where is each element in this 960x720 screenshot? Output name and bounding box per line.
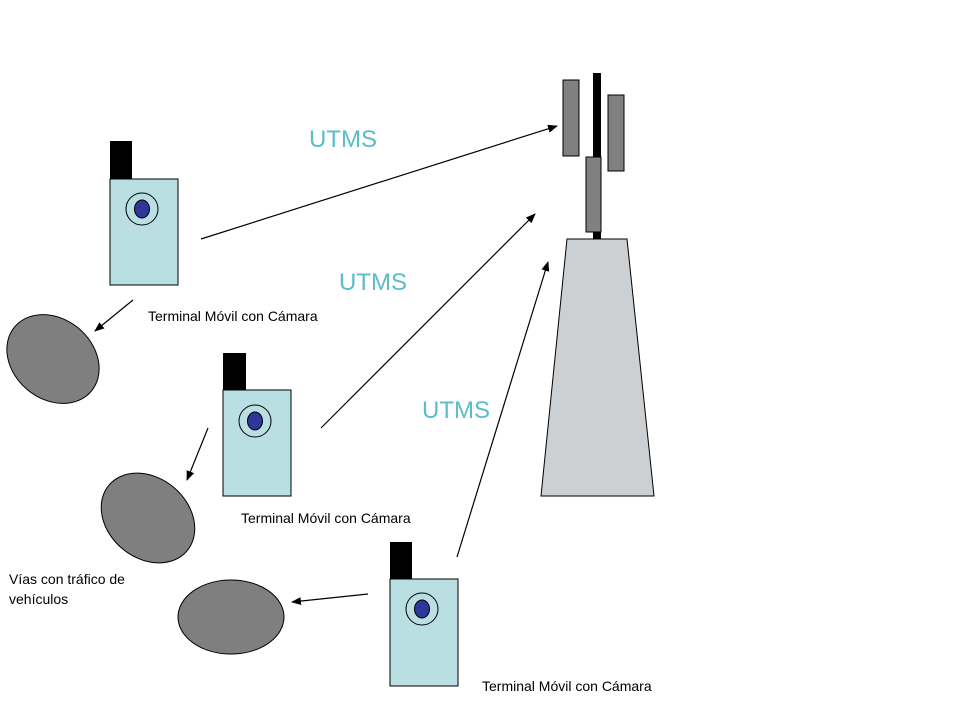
terminal-label-1: Terminal Móvil con Cámara — [148, 308, 318, 324]
phone-antenna — [390, 542, 412, 579]
utms-label-3: UTMS — [422, 397, 490, 424]
camera-lens-ring — [125, 192, 159, 226]
camera-phone-2 — [222, 353, 292, 497]
capture-arrow-3 — [291, 593, 369, 606]
tower-base — [540, 238, 655, 497]
phone-body — [389, 578, 459, 687]
camera-lens-icon — [414, 599, 430, 619]
antenna-panel-left — [562, 79, 580, 157]
phone-antenna — [110, 141, 132, 179]
uplink-arrow-1 — [200, 124, 558, 240]
phone-body — [109, 178, 179, 286]
camera-phone-1 — [109, 141, 179, 286]
road-area-2 — [100, 472, 196, 564]
antenna-panel-right — [607, 94, 625, 172]
terminal-label-3: Terminal Móvil con Cámara — [482, 678, 652, 694]
road-area-1 — [6, 314, 100, 404]
terminal-label-2: Terminal Móvil con Cámara — [241, 510, 411, 526]
phone-antenna — [223, 353, 246, 390]
antenna-panel-center — [585, 156, 602, 233]
camera-lens-icon — [134, 199, 150, 219]
utms-label-1: UTMS — [309, 126, 377, 153]
base-station-tower — [540, 73, 655, 497]
camera-lens-ring — [405, 592, 439, 626]
camera-lens-icon — [247, 411, 263, 431]
road-area-3 — [177, 579, 285, 655]
utms-label-2: UTMS — [339, 269, 407, 296]
uplink-arrow-3 — [456, 261, 550, 558]
capture-arrow-2 — [186, 427, 209, 481]
roads-label-line2: vehículos — [9, 591, 68, 607]
camera-phone-3 — [389, 542, 459, 687]
uplink-arrow-2 — [320, 213, 536, 429]
roads-label-line1: Vías con tráfico de — [9, 571, 125, 587]
camera-lens-ring — [238, 404, 272, 438]
phone-body — [222, 389, 292, 497]
capture-arrow-1 — [94, 299, 134, 332]
